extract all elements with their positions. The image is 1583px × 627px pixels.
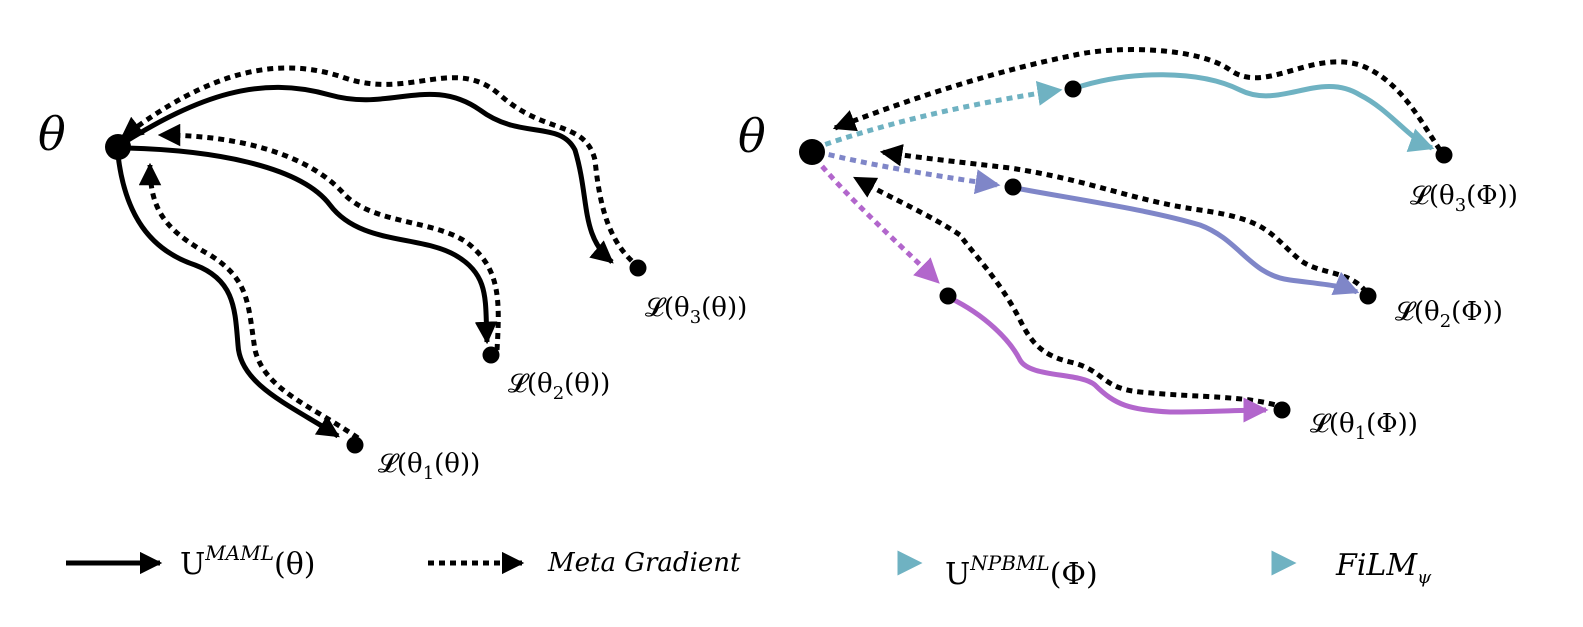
loss-label-3-sub: 3 [690,307,701,328]
loss-label-3: 𝓛(θ3(θ)) [645,293,747,328]
loss-label-2: 𝓛(θ2(θ)) [508,369,610,404]
loss-label-3-suffix: (Φ)) [1466,181,1518,211]
loss-label-1-suffix: (θ)) [434,449,480,479]
root-node [105,134,131,160]
meta-gradient-path-task3 [832,47,1443,152]
loss-label-2-suffix: (Φ)) [1451,297,1503,327]
loss-label-2-sub: 2 [553,383,564,404]
legend-npbml-label: UNPBML(Φ) [945,551,1098,592]
root-label: θ [38,107,66,161]
npbml-path-task3 [1074,72,1435,153]
loss-label-3: 𝓛(θ3(Φ)) [1410,181,1518,216]
meta-gradient-path-task2 [879,144,1369,294]
legend-maml-label: UMAML(θ) [180,541,315,582]
loss-label-3-prefix: 𝓛(θ [1410,181,1455,211]
legend-maml-sup: MAML [204,541,274,565]
legend-meta-gradient-label: Meta Gradient [547,548,741,578]
left-panel: θ 𝓛(θ3(θ)) 𝓛(θ2(θ)) 𝓛(θ1(θ)) [38,65,747,484]
loss-node-3 [1435,146,1453,164]
root-label: θ [738,109,766,163]
adapted-node-2 [1004,178,1022,196]
loss-label-1-prefix: 𝓛(θ [378,449,423,479]
legend: UMAML(θ) Meta Gradient UNPBML(Φ) FiLMψ [66,541,1432,592]
loss-label-2: 𝓛(θ2(Φ)) [1395,297,1503,332]
loss-node-1 [346,436,364,454]
legend-film-base: FiLM [1335,548,1418,583]
maml-path-task2 [124,145,498,345]
right-panel: θ 𝓛(θ3(Φ)) 𝓛(θ2(Φ)) 𝓛(θ1(Φ)) [738,47,1518,444]
npbml-path-task2 [1014,185,1360,296]
legend-maml-base: U [180,547,205,582]
loss-label-1-sub: 1 [1355,423,1366,444]
loss-label-2-sub: 2 [1440,311,1451,332]
legend-npbml-sup: NPBML [969,551,1049,575]
loss-node-2 [1359,287,1377,305]
loss-label-1-prefix: 𝓛(θ [1310,409,1355,439]
meta-gradient-path-task1 [853,175,1286,411]
loss-node-3 [629,259,647,277]
loss-label-1-sub: 1 [423,463,434,484]
loss-label-3-suffix: (θ)) [701,293,747,323]
loss-label-2-suffix: (θ)) [564,369,610,399]
legend-maml-tail: (θ) [274,547,315,582]
adapted-node-1 [939,287,957,305]
loss-label-2-prefix: 𝓛(θ [508,369,553,399]
legend-npbml-tail: (Φ) [1050,557,1098,592]
film-path-task2 [817,149,1001,195]
maml-path-task1 [115,154,340,439]
meta-gradient-path-task2 [157,123,501,351]
legend-npbml-base: U [945,557,970,592]
loss-label-1: 𝓛(θ1(θ)) [378,449,480,484]
loss-label-3-prefix: 𝓛(θ [645,293,690,323]
legend-film-label: FiLMψ [1335,548,1432,588]
loss-label-2-prefix: 𝓛(θ [1395,297,1440,327]
npbml-path-task1 [948,295,1269,423]
meta-gradient-path-task1 [138,162,360,441]
maml-path-task3 [118,84,614,264]
adapted-node-3 [1064,80,1082,98]
loss-label-1: 𝓛(θ1(Φ)) [1310,409,1418,444]
loss-label-1-suffix: (Φ)) [1366,409,1418,439]
loss-node-2 [482,346,500,364]
film-path-task3 [814,80,1063,151]
root-node [799,139,825,165]
meta-gradient-path-task3 [120,65,642,270]
legend-film-sub: ψ [1417,567,1432,588]
loss-label-3-sub: 3 [1455,195,1466,216]
loss-node-1 [1273,401,1291,419]
film-path-task1 [813,156,940,284]
